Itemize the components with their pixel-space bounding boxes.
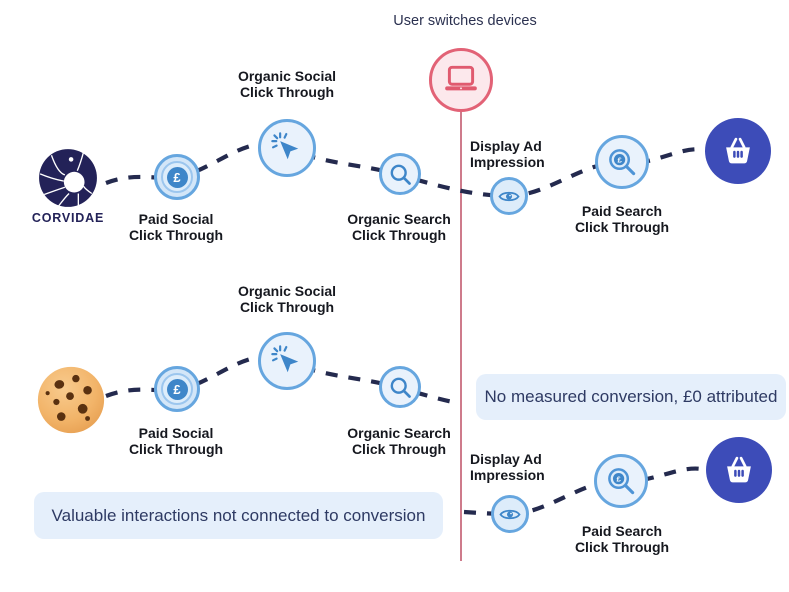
step-label-organic-social-top: Organic Social Click Through <box>237 68 337 101</box>
magnifier-glyph <box>390 377 411 398</box>
coin-ring: £ <box>161 161 193 193</box>
magnifier-glyph <box>390 164 411 185</box>
paid-search-pound-symbol: £ <box>617 155 622 164</box>
cursor-click-icon <box>258 332 316 390</box>
no-conversion-callout: No measured conversion, £0 attributed <box>476 374 786 420</box>
eye-glyph <box>498 191 520 201</box>
magnifier-pound-icon: £ <box>595 135 649 189</box>
paid-search-pound-symbol: £ <box>616 474 621 483</box>
pound-coin-icon: £ <box>154 154 200 200</box>
cookie-icon <box>37 366 105 434</box>
magnifier-pound-glyph: £ <box>607 467 634 494</box>
basket-glyph <box>726 137 750 163</box>
step-label-organic-social-bottom: Organic Social Click Through <box>237 283 337 316</box>
magnifier-pound-glyph: £ <box>608 148 635 175</box>
step-label-organic-search-bottom: Organic Search Click Through <box>347 425 451 458</box>
coin-ring: £ <box>161 373 193 405</box>
step-label-paid-social-top: Paid Social Click Through <box>128 211 224 244</box>
coin-pound-symbol: £ <box>166 166 188 188</box>
basket-glyph <box>727 456 751 482</box>
cursor-click-icon <box>258 119 316 177</box>
corvidae-brand-name: CORVIDAE <box>31 211 105 225</box>
device-switch-node <box>429 48 493 112</box>
magnifier-icon <box>379 153 421 195</box>
magnifier-pound-icon: £ <box>594 454 648 508</box>
eye-icon <box>491 495 529 533</box>
eye-icon <box>490 177 528 215</box>
pound-coin-icon: £ <box>154 366 200 412</box>
valuable-interactions-callout: Valuable interactions not connected to c… <box>34 492 443 539</box>
cursor-click-glyph <box>271 132 299 160</box>
basket-icon <box>705 118 771 184</box>
coin-pound-symbol: £ <box>166 378 188 400</box>
step-label-paid-search-bottom: Paid Search Click Through <box>574 523 670 556</box>
step-label-display-ad-bottom: Display Ad Impression <box>470 451 545 484</box>
eye-glyph <box>499 509 521 519</box>
basket-icon <box>706 437 772 503</box>
step-label-organic-search-top: Organic Search Click Through <box>347 211 451 244</box>
magnifier-icon <box>379 366 421 408</box>
step-label-display-ad-top: Display Ad Impression <box>470 138 545 171</box>
step-label-paid-search-top: Paid Search Click Through <box>574 203 670 236</box>
step-label-paid-social-bottom: Paid Social Click Through <box>128 425 224 458</box>
cursor-click-glyph <box>271 345 299 373</box>
device-switch-label: User switches devices <box>393 13 537 29</box>
corvidae-crow-logo <box>39 149 97 207</box>
laptop-icon <box>445 65 477 91</box>
